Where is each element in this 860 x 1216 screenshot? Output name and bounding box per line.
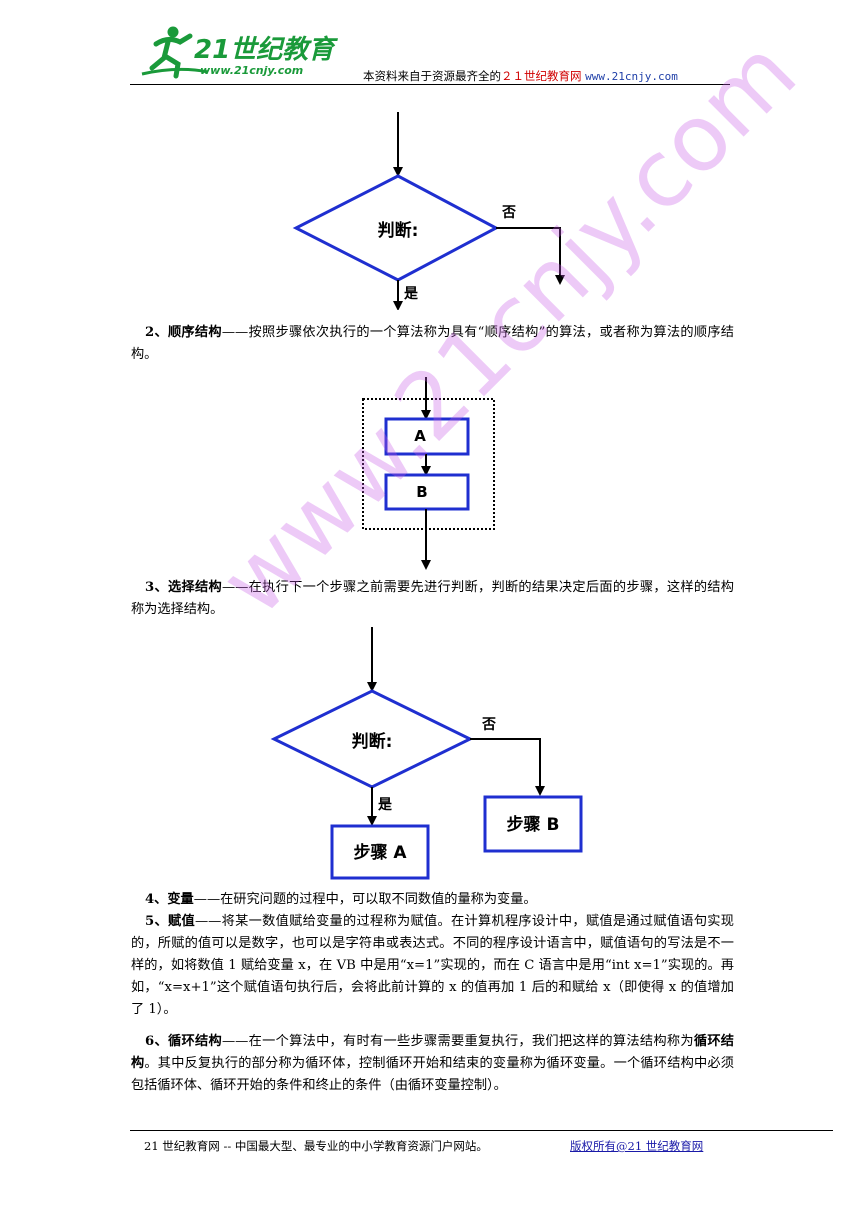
- sequence-dotted-frame: [362, 398, 495, 530]
- step-b-box: [483, 795, 583, 853]
- sequence-diagram: A B: [362, 377, 495, 570]
- step-a-label: 步骤 A: [353, 842, 407, 863]
- section-selection-body: ——在执行下一个步骤之前需要先进行判断，判断的结果决定后面的步骤，这样的结构称为…: [131, 580, 734, 617]
- box-a-label: A: [414, 427, 426, 445]
- section-loop: 6、循环结构——在一个算法中，有时有一些步骤需要重复执行，我们把这样的算法结构称…: [131, 1031, 734, 1097]
- selection-diagram: 判断: 否 是 步骤 A 步骤 B: [270, 627, 583, 880]
- section-sequence: 2、顺序结构——按照步骤依次执行的一个算法称为具有“顺序结构”的算法，或者称为算…: [131, 322, 734, 366]
- header-site-name: ２１世纪教育网: [501, 69, 582, 83]
- logo-url: www.21cnjy.com: [200, 64, 303, 77]
- sel-no-branch: [470, 738, 545, 796]
- box-a: [384, 417, 470, 456]
- decision-diagram: 判断: 否 是: [292, 112, 565, 310]
- section-loop-body-a: ——在一个算法中，有时有一些步骤需要重复执行，我们把这样的算法结构称为: [221, 1034, 694, 1049]
- header-text-prefix: 本资料来自于资源最齐全的: [363, 69, 501, 83]
- section-variable: 4、变量——在研究问题的过程中，可以取不同数值的量称为变量。: [131, 889, 734, 911]
- section-assignment-title: 5、赋值: [145, 914, 195, 929]
- section-variable-body: ——在研究问题的过程中，可以取不同数值的量称为变量。: [193, 892, 537, 907]
- section-loop-body-b: 。其中反复执行的部分称为循环体，控制循环开始和结束的变量称为循环变量。一个循环结…: [131, 1056, 734, 1093]
- step-b-label: 步骤 B: [507, 814, 560, 835]
- section-sequence-title: 2、顺序结构: [145, 325, 222, 340]
- section-selection: 3、选择结构——在执行下一个步骤之前需要先进行判断，判断的结果决定后面的步骤，这…: [131, 577, 734, 621]
- section-variable-title: 4、变量: [145, 892, 194, 907]
- step-a-box: [330, 824, 430, 880]
- yes-label: 是: [404, 286, 419, 302]
- section-assignment: 5、赋值——将某一数值赋给变量的过程称为赋值。在计算机程序设计中，赋值是通过赋值…: [131, 911, 734, 1021]
- footer-text: 21 世纪教育网 -- 中国最大型、最专业的中小学教育资源门户网站。: [144, 1139, 488, 1153]
- footer-copyright-link[interactable]: 版权所有@21 世纪教育网: [570, 1139, 704, 1153]
- sel-decision-label: 判断:: [352, 731, 393, 752]
- sel-no-label: 否: [481, 717, 496, 733]
- logo-text: 21世纪教育: [194, 35, 338, 65]
- footer-rule: [130, 1130, 833, 1131]
- section-loop-title: 6、循环结构: [145, 1034, 222, 1049]
- header-url[interactable]: www.21cnjy.com: [585, 70, 678, 83]
- decision-label: 判断:: [378, 220, 419, 241]
- section-assignment-body: ——将某一数值赋给变量的过程称为赋值。在计算机程序设计中，赋值是通过赋值语句实现…: [131, 914, 734, 1017]
- section-loop-term: 循环结构: [131, 1034, 734, 1071]
- section-sequence-body: ——按照步骤依次执行的一个算法称为具有“顺序结构”的算法，或者称为算法的顺序结构…: [131, 325, 734, 362]
- section-selection-title: 3、选择结构: [145, 580, 222, 595]
- header-rule: [130, 84, 730, 85]
- header-text: 本资料来自于资源最齐全的２１世纪教育网 www.21cnjy.com: [363, 68, 678, 84]
- no-branch: [496, 227, 565, 285]
- no-label: 否: [501, 205, 516, 221]
- box-b-label: B: [416, 483, 427, 501]
- site-logo: 21世纪教育 www.21cnjy.com: [138, 22, 338, 82]
- sel-yes-label: 是: [378, 797, 393, 813]
